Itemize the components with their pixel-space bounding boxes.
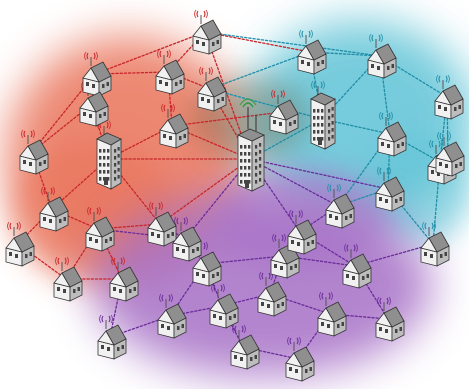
antenna-icon (7, 221, 21, 236)
purple-link (299, 231, 356, 267)
antenna-icon (289, 209, 303, 224)
antenna-icon (194, 9, 208, 24)
house-icon (269, 99, 299, 135)
antenna-icon (422, 221, 436, 236)
house-icon (5, 231, 35, 267)
red-link (204, 31, 251, 160)
antenna-icon (199, 66, 213, 81)
house-icon (79, 91, 109, 127)
apartment-building-icon (310, 92, 336, 150)
antenna-icon (299, 29, 313, 44)
house-icon (287, 219, 317, 255)
gateway-tower-icon (237, 98, 265, 192)
cyan-link (209, 88, 323, 120)
house-icon (39, 196, 69, 232)
antenna-icon (174, 216, 188, 231)
antenna-icon (436, 74, 450, 89)
antenna-icon (99, 314, 113, 329)
house-icon (270, 243, 300, 279)
antenna-icon (429, 139, 443, 154)
cyan-link (321, 118, 391, 135)
house-icon (420, 231, 450, 267)
house-icon (325, 193, 355, 229)
network-nodes (5, 19, 465, 382)
purple-link (109, 278, 123, 338)
antenna-icon (87, 206, 101, 221)
house-icon (157, 303, 187, 339)
antenna-icon (21, 129, 35, 144)
antenna-icon (379, 111, 393, 126)
house-icon (230, 334, 260, 370)
cyan-link (387, 188, 434, 245)
house-icon (317, 301, 347, 337)
antenna-icon (437, 131, 451, 146)
antenna-icon (377, 166, 391, 181)
house-icon (377, 121, 407, 157)
house-icon (19, 139, 49, 175)
antenna-icon (344, 243, 358, 258)
house-icon (375, 176, 405, 212)
apartment-building-icon (96, 132, 122, 190)
antenna-icon (157, 49, 171, 64)
cyan-link (309, 51, 381, 57)
antenna-icon (271, 89, 285, 104)
house-icon (97, 324, 127, 360)
house-icon (159, 113, 189, 149)
red-link (94, 31, 206, 75)
house-icon (435, 141, 465, 177)
house-icon (155, 59, 185, 95)
antenna-icon (161, 103, 175, 118)
house-icon (192, 251, 222, 287)
antenna-icon (327, 183, 341, 198)
house-icon (257, 281, 287, 317)
purple-link (221, 305, 244, 348)
cyan-link (209, 51, 311, 90)
house-icon (82, 61, 112, 97)
antenna-icon (311, 80, 325, 95)
purple-link (249, 158, 339, 207)
house-icon (367, 43, 397, 79)
house-icon (85, 216, 115, 252)
antenna-icon (319, 291, 333, 306)
antenna-icon (211, 283, 225, 298)
antenna-icon (369, 33, 383, 48)
house-icon (342, 253, 372, 289)
cyan-link (204, 31, 381, 57)
house-icon (285, 346, 315, 382)
antenna-icon (272, 233, 286, 248)
antenna-icon (149, 201, 163, 216)
house-icon (53, 266, 83, 302)
antenna-icon (232, 324, 246, 339)
house-icon (147, 211, 177, 247)
house-icon (109, 266, 139, 302)
antenna-icon (111, 256, 125, 271)
house-icon (375, 306, 405, 342)
purple-link (249, 158, 389, 190)
house-icon (197, 76, 227, 112)
house-icon (434, 84, 464, 120)
antenna-icon (55, 256, 69, 271)
house-icon (209, 293, 239, 329)
red-link (204, 31, 311, 53)
house-icon (192, 19, 222, 55)
antenna-icon (159, 293, 173, 308)
red-link (159, 158, 251, 225)
antenna-signals (7, 9, 451, 351)
antenna-icon (41, 186, 55, 201)
antenna-icon (287, 336, 301, 351)
house-icon (297, 39, 327, 75)
antenna-icon (377, 296, 391, 311)
house-icon (172, 226, 202, 262)
antenna-icon (84, 51, 98, 66)
